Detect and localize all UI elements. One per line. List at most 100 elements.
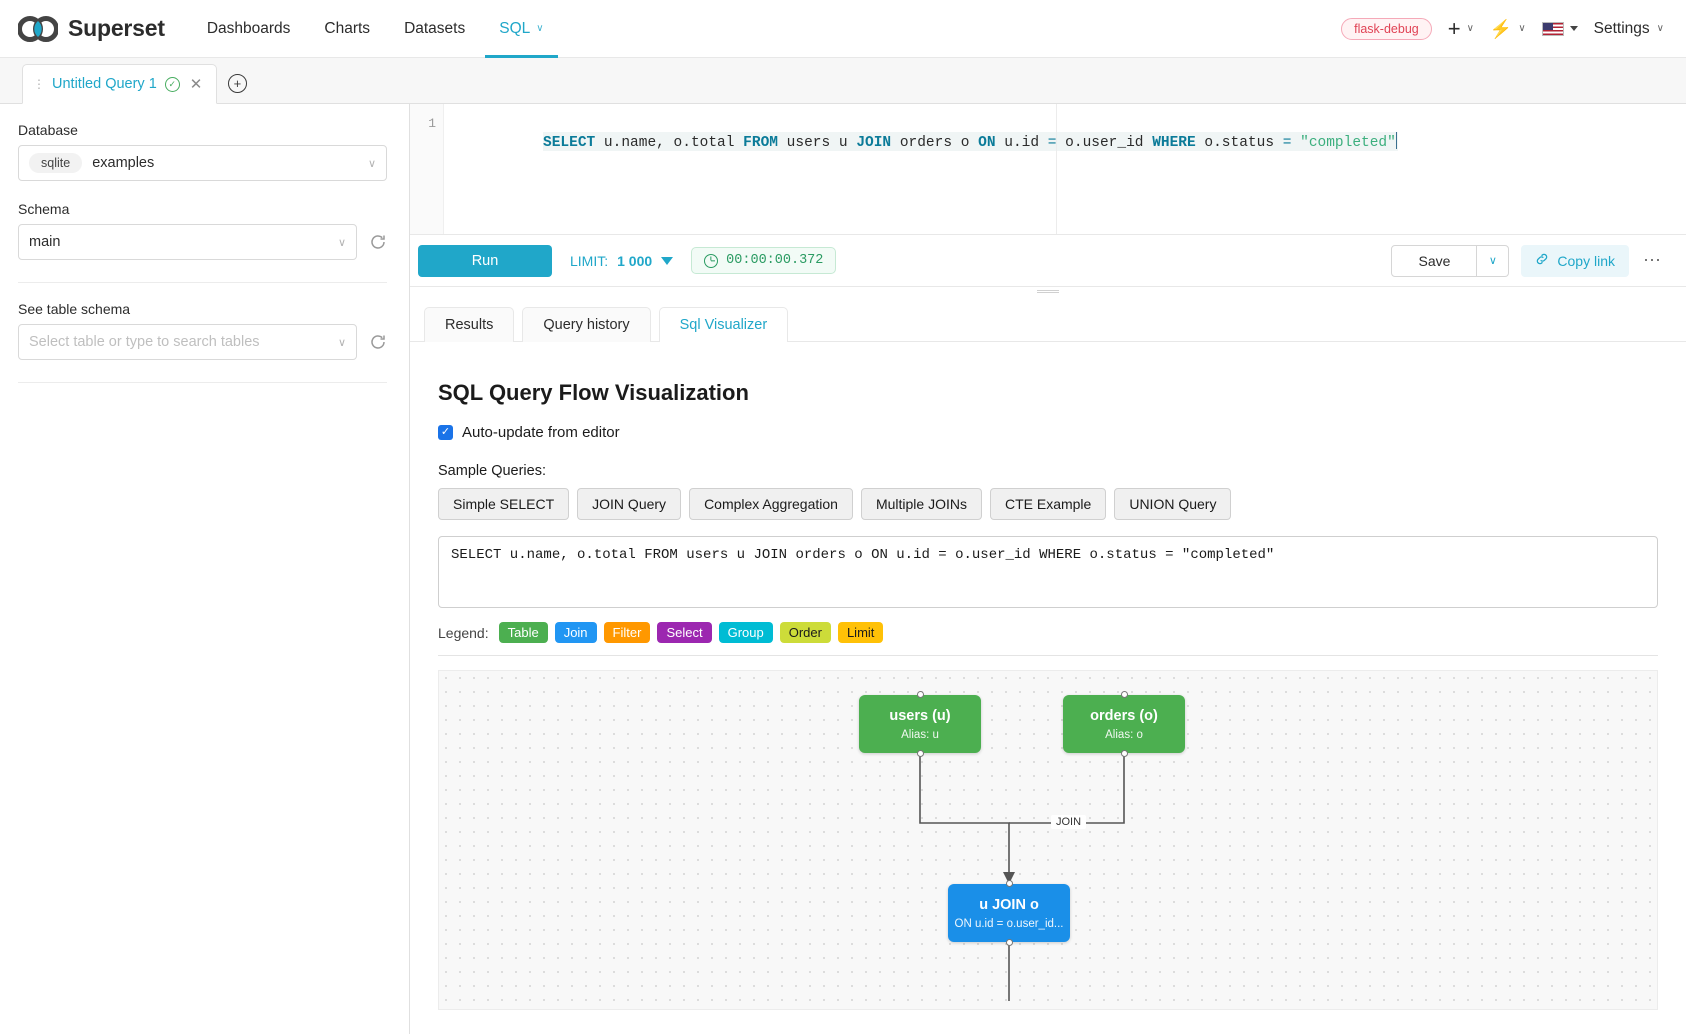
bolt-icon: ⚡	[1489, 18, 1513, 39]
sample-queries-label: Sample Queries:	[438, 463, 546, 479]
editor-code-line: SELECT u.name, o.total FROM users u JOIN…	[543, 132, 1398, 151]
editor-toolbar: Run LIMIT: 1 000 00:00:00.372 Save ∨	[410, 235, 1686, 287]
panel-resize-handle[interactable]	[410, 287, 1686, 296]
query-tab-title: Untitled Query 1	[52, 76, 157, 92]
clock-icon	[704, 253, 719, 268]
token-eq-1: =	[1047, 135, 1057, 151]
close-icon[interactable]: ✕	[189, 76, 203, 93]
drag-handle-icon[interactable]: ⋮	[33, 77, 45, 91]
nav-item-datasets-label: Datasets	[404, 19, 466, 37]
chevron-down-icon: ∨	[1656, 23, 1664, 34]
tab-sql-visualizer-label: Sql Visualizer	[679, 317, 768, 333]
top-navbar: Superset Dashboards Charts Datasets SQL …	[0, 0, 1686, 58]
sample-button-simple-select[interactable]: Simple SELECT	[438, 488, 570, 520]
limit-dropdown[interactable]: LIMIT: 1 000	[570, 253, 674, 269]
sample-button-join-query[interactable]: JOIN Query	[577, 488, 682, 520]
editor-code-area[interactable]: SELECT u.name, o.total FROM users u JOIN…	[444, 104, 1686, 234]
new-item-menu[interactable]: + ∨	[1448, 17, 1474, 40]
brand-logo-link[interactable]: Superset	[18, 15, 165, 42]
settings-menu[interactable]: Settings ∨	[1594, 20, 1664, 38]
legend-chip-join: Join	[554, 622, 597, 643]
table-schema-label: See table schema	[18, 301, 131, 317]
copy-link-label: Copy link	[1557, 252, 1615, 269]
flow-node-join-condition: ON u.id = o.user_id...	[954, 917, 1064, 930]
link-icon	[1535, 252, 1549, 269]
flow-node-orders[interactable]: orders (o) Alias: o	[1063, 691, 1185, 757]
save-button[interactable]: Save	[1391, 244, 1478, 277]
language-menu[interactable]	[1541, 21, 1578, 36]
database-select[interactable]: sqlite examples ∨	[18, 145, 387, 181]
sql-ace-editor[interactable]: 1 SELECT u.name, o.total FROM users u JO…	[410, 104, 1686, 234]
node-port-top	[1120, 691, 1128, 698]
save-dropdown-button[interactable]: ∨	[1477, 244, 1510, 277]
schema-label: Schema	[18, 201, 70, 217]
more-options-icon[interactable]: ⋯	[1643, 250, 1662, 270]
auto-update-toggle[interactable]: ✓ Auto-update from editor	[438, 424, 1658, 441]
token-where: WHERE	[1152, 135, 1196, 151]
nav-item-sql[interactable]: SQL ∨	[485, 0, 559, 58]
token-from: FROM	[743, 135, 778, 151]
run-button[interactable]: Run	[418, 244, 552, 277]
sample-button-multiple-joins[interactable]: Multiple JOINs	[860, 488, 982, 520]
node-port-bottom	[1120, 750, 1128, 757]
node-port-bottom	[1005, 939, 1013, 946]
token-join: JOIN	[856, 135, 892, 151]
sample-button-cte-example[interactable]: CTE Example	[989, 488, 1107, 520]
auto-update-label: Auto-update from editor	[462, 424, 620, 441]
bolt-menu[interactable]: ⚡ ∨	[1490, 20, 1526, 38]
table-row: Select table or type to search tables ∨	[18, 324, 387, 360]
flow-node-users-alias: Alias: u	[901, 728, 939, 741]
copy-link-button[interactable]: Copy link	[1521, 244, 1629, 277]
token-completed: "completed"	[1291, 135, 1396, 151]
chevron-down-icon: ∨	[536, 23, 544, 34]
legend-chip-select: Select	[657, 622, 712, 643]
table-select[interactable]: Select table or type to search tables ∨	[18, 324, 357, 360]
legend-chip-limit: Limit	[837, 622, 884, 643]
nav-item-dashboards[interactable]: Dashboards	[207, 0, 291, 58]
sample-button-complex-aggregation[interactable]: Complex Aggregation	[689, 488, 853, 520]
schema-select[interactable]: main ∨	[18, 224, 357, 260]
tab-query-history[interactable]: Query history	[522, 307, 651, 342]
legend: Legend: Table Join Filter Select Group O…	[438, 622, 1658, 643]
nav-item-charts-label: Charts	[324, 19, 371, 37]
result-tabs: Results Query history Sql Visualizer	[410, 296, 1686, 342]
editor-gutter: 1	[410, 104, 444, 234]
primary-nav: Dashboards Charts Datasets SQL ∨	[207, 0, 559, 58]
database-label: Database	[18, 122, 78, 138]
token-columns: u.name, o.total	[595, 135, 744, 151]
sql-editor-panel: 1 SELECT u.name, o.total FROM users u JO…	[410, 104, 1686, 1034]
sample-button-union-query[interactable]: UNION Query	[1114, 488, 1232, 520]
flask-debug-badge: flask-debug	[1341, 17, 1432, 40]
check-glyph: ✓	[168, 78, 177, 89]
query-flow-canvas[interactable]: JOIN users (u) Alias: u orders (o) Alias…	[438, 670, 1658, 1010]
checkbox-checked-icon[interactable]: ✓	[438, 425, 453, 440]
toolbar-right: Save ∨ Copy link ⋯	[1391, 244, 1664, 277]
nav-item-dashboards-label: Dashboards	[206, 19, 291, 37]
tab-results[interactable]: Results	[424, 307, 515, 342]
query-tab-untitled-query-1[interactable]: ⋮ Untitled Query 1 ✓ ✕	[22, 64, 218, 104]
flow-node-join[interactable]: u JOIN o ON u.id = o.user_id...	[948, 880, 1070, 946]
editor-vertical-guide	[1056, 104, 1057, 234]
visualizer-sql-input[interactable]	[438, 536, 1658, 608]
refresh-tables-icon[interactable]	[369, 333, 387, 351]
refresh-schema-icon[interactable]	[369, 233, 387, 251]
left-config-panel: Database sqlite examples ∨ Schema main ∨…	[0, 104, 410, 1034]
divider-2	[18, 382, 387, 383]
settings-label: Settings	[1593, 19, 1650, 37]
tab-results-label: Results	[445, 317, 494, 333]
plus-glyph: +	[233, 75, 242, 91]
chevron-down-icon: ∨	[337, 336, 346, 349]
schema-row: main ∨	[18, 224, 387, 260]
nav-item-datasets[interactable]: Datasets	[404, 0, 465, 58]
add-query-tab-button[interactable]: +	[217, 63, 257, 103]
legend-chip-table: Table	[498, 622, 548, 643]
nav-item-charts[interactable]: Charts	[324, 0, 370, 58]
legend-chip-order: Order	[779, 622, 831, 643]
caret-down-icon	[661, 256, 674, 265]
us-flag-icon	[1541, 21, 1564, 36]
token-status: o.status	[1195, 135, 1283, 151]
flow-node-users[interactable]: users (u) Alias: u	[859, 691, 981, 757]
nav-item-sql-label: SQL	[499, 19, 531, 37]
line-number: 1	[428, 116, 436, 131]
tab-sql-visualizer[interactable]: Sql Visualizer	[658, 307, 789, 342]
